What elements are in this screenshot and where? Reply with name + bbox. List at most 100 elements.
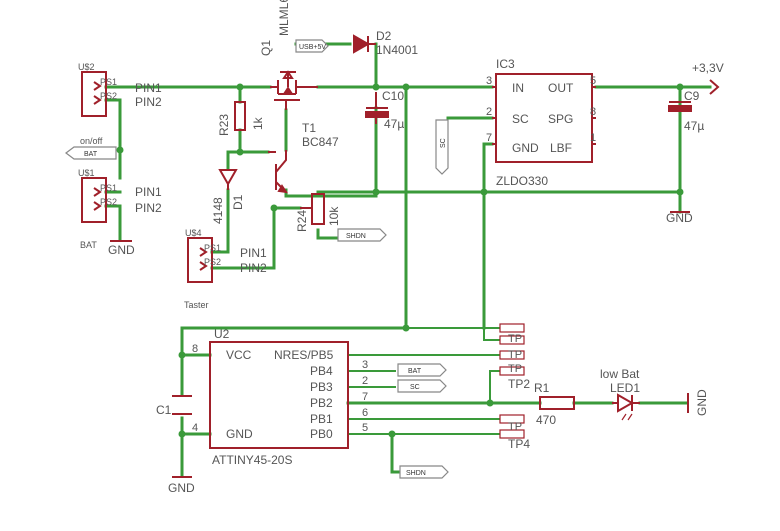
junction-dot — [676, 188, 684, 196]
gnd-label: GND — [695, 389, 709, 416]
flag-shape — [337, 228, 387, 242]
connector-body — [81, 71, 107, 117]
component-ref: C9 — [684, 89, 700, 103]
flag-shape — [397, 363, 447, 377]
ic-body — [209, 341, 349, 449]
net-label: PIN1 — [135, 185, 162, 199]
component-ref: Q1 — [259, 40, 273, 56]
testpoint-pad — [499, 366, 525, 376]
flag-text: USB+5V — [299, 44, 326, 51]
flag-usb: USB+5V — [295, 39, 329, 53]
connector-body — [81, 177, 107, 223]
flag-shape — [435, 119, 449, 175]
junction-dot — [402, 324, 410, 332]
capacitor-c10: C10 47µ — [365, 89, 404, 131]
pin-number: 3 — [486, 75, 492, 87]
pin-name: SC — [512, 112, 529, 126]
connector-caption: BAT — [80, 240, 97, 250]
net-label: PIN2 — [135, 201, 162, 215]
connector-pins — [199, 247, 208, 271]
connector-ref: U$4 — [185, 228, 202, 238]
flag-shape — [65, 146, 117, 160]
junction-dot — [480, 188, 488, 196]
flag-shape — [399, 465, 449, 479]
component-value: 47µ — [684, 119, 704, 133]
junction-dot — [676, 83, 684, 91]
wire-tp-gnd — [483, 328, 500, 341]
pin-number: 3 — [362, 359, 368, 371]
flag-sc-vertical: SC — [435, 119, 449, 175]
component-value: low Bat — [600, 367, 640, 381]
connector-us2: U$2 PS1 PS2 PIN1 PIN2 — [78, 62, 162, 117]
transistor-leads — [268, 150, 287, 193]
ic3-regulator: IC3 ZLDO330 IN OUT SC SPG GND LBF 3 2 7 … — [486, 57, 596, 188]
ic-pin-stubs — [492, 86, 596, 145]
pin-number: 5 — [590, 75, 596, 87]
wire-r24-shdn — [316, 228, 338, 240]
flag-shape — [397, 379, 447, 393]
connector-us4: U$4 PS1 PS2 PIN1 PIN2 Taster — [184, 228, 267, 310]
wire-tp2 — [489, 370, 500, 403]
pin-label: PS1 — [100, 183, 117, 193]
wire-us1-gnd — [104, 204, 122, 242]
connector-body — [187, 237, 213, 283]
led-led1: low Bat LED1 — [600, 367, 640, 421]
pin-name: PB2 — [310, 396, 333, 410]
gnd-symbol-c1: GND — [168, 476, 195, 495]
pin-number: 6 — [362, 407, 368, 419]
component-ref: R24 — [295, 210, 309, 232]
cap-plates — [172, 395, 192, 415]
component-value: 10k — [327, 206, 341, 226]
diode-d1: 4148 D1 — [211, 169, 245, 224]
pin-name: PB4 — [310, 364, 333, 378]
testpoint-label: TP — [508, 333, 522, 345]
component-value: BC847 — [302, 135, 339, 149]
diode-body — [353, 34, 371, 54]
junction-dot — [116, 146, 124, 154]
pin-number: 8 — [590, 106, 596, 118]
pin-number: 8 — [192, 343, 198, 355]
cap-plate-neg — [668, 105, 692, 112]
junctions — [116, 83, 684, 438]
testpoint-label: TP — [508, 363, 522, 375]
led-body — [617, 393, 635, 413]
testpoint-pad — [499, 414, 525, 424]
mosfet-body-diode — [280, 70, 296, 87]
pin-name: SPG — [548, 112, 573, 126]
transistor-arrow — [277, 184, 289, 194]
resistor-r24: R24 10k — [295, 193, 341, 232]
testpoint-label: TP2 — [508, 377, 530, 391]
transistor-t1: T1 BC847 — [268, 121, 339, 194]
testpoint-pad — [499, 429, 525, 439]
flag-shdn-bottom: SHDN — [399, 465, 449, 479]
wire-t1-emitter — [284, 106, 378, 198]
connector-us1: U$1 PS1 PS2 PIN1 PIN2 BAT — [78, 168, 162, 250]
component-ref: R23 — [217, 114, 231, 136]
junction-dot — [178, 430, 186, 438]
testpoint-label: TP — [508, 421, 522, 433]
connector-ref: U$1 — [78, 168, 95, 178]
component-value: 1N4001 — [376, 43, 418, 57]
junction-dot — [236, 83, 244, 91]
pin-name: NRES/PB5 — [274, 348, 334, 362]
wire-d1-us4 — [210, 188, 230, 254]
pin-name: IN — [512, 81, 524, 95]
flag-text: SC — [410, 384, 420, 391]
capacitor-c9: C9 47µ — [668, 89, 704, 133]
diode-d2: D2 1N4001 — [353, 29, 418, 57]
pin-label: PS2 — [100, 91, 117, 101]
ic-ref: IC3 — [496, 57, 515, 71]
diode-cathode — [367, 36, 376, 52]
wire-t1-us4 — [210, 206, 276, 270]
resistor-body — [539, 396, 575, 410]
supply-label: +3,3V — [692, 61, 724, 75]
flag-text: SHDN — [346, 233, 366, 240]
gnd-label: GND — [666, 211, 693, 225]
u2-mcu: U2 ATTINY45-20S VCC GND NRES/PB5 PB4 PB3… — [192, 327, 368, 467]
resistor-r23: R23 1k — [217, 101, 265, 136]
junction-dot — [236, 148, 244, 156]
capacitor-c1: C1 — [156, 395, 192, 417]
gnd-label: GND — [168, 481, 195, 495]
diode-body — [218, 169, 238, 187]
